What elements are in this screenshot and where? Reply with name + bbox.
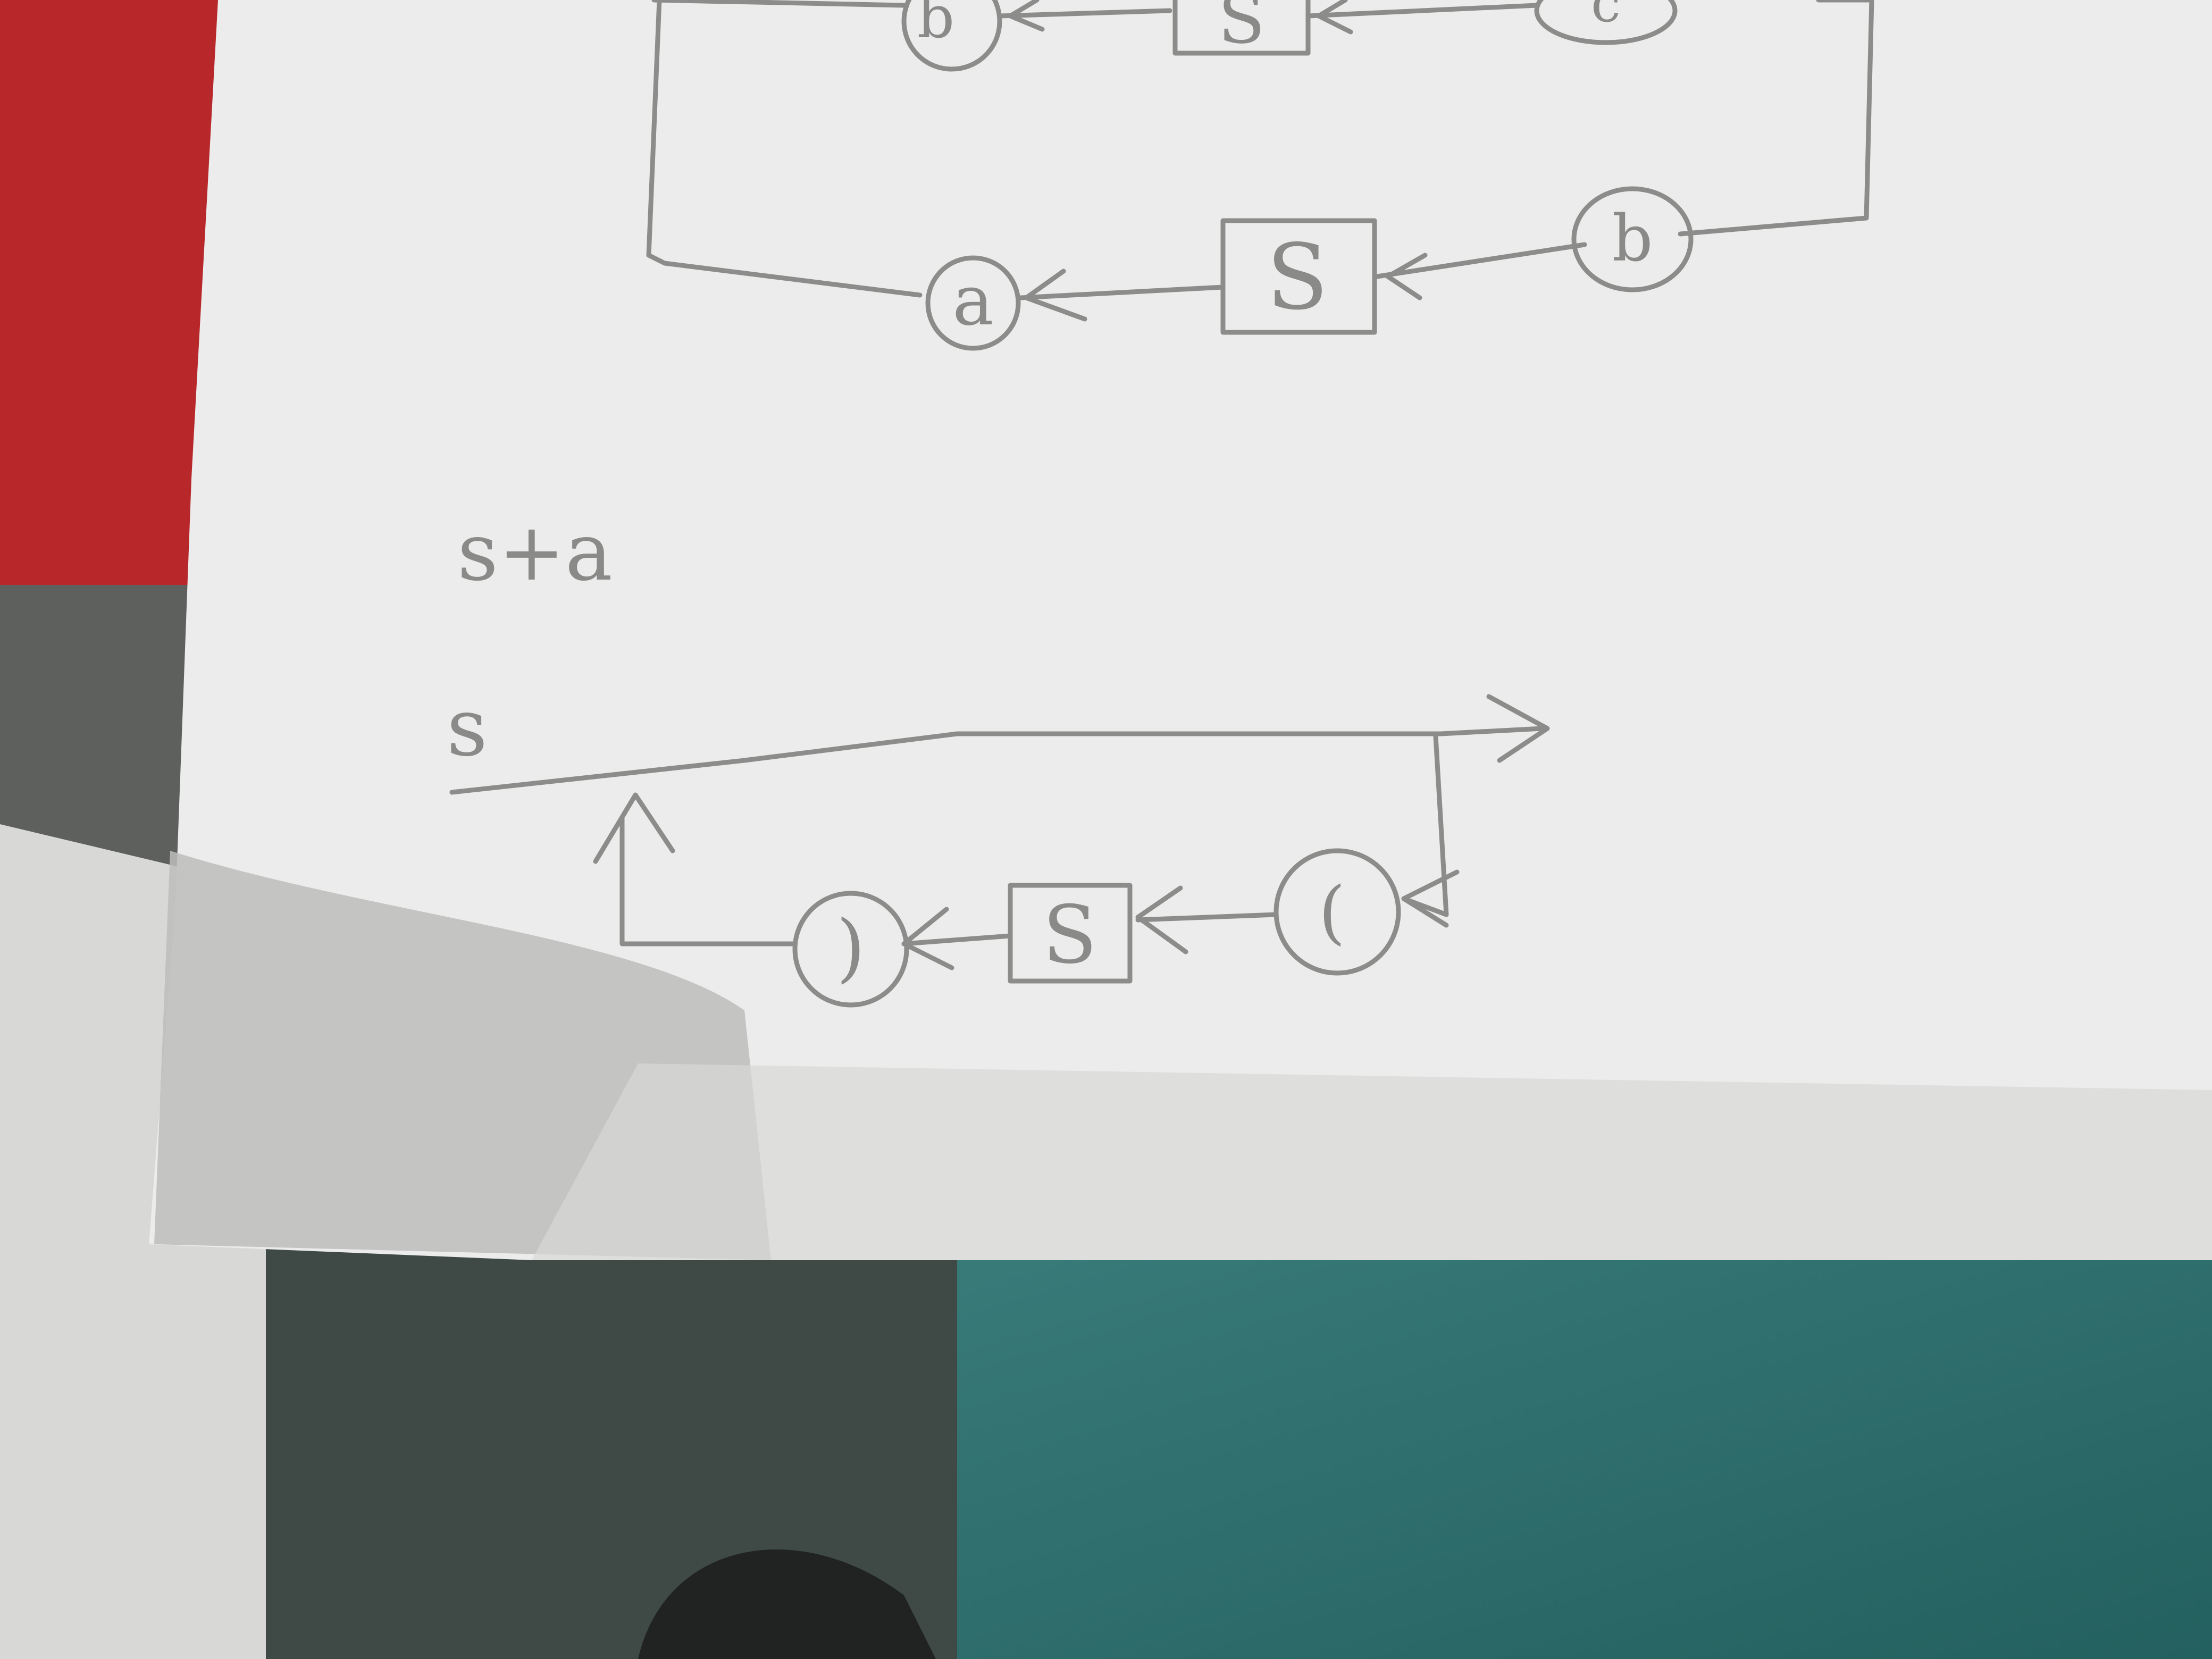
feedback-node-left-label: )	[836, 904, 866, 991]
feedback-down-line	[1433, 734, 1449, 917]
feedback-node-left	[792, 891, 909, 1008]
feedback-block-s-label: S	[1043, 889, 1097, 982]
feedback-arrow-right	[1401, 869, 1460, 928]
feedback-arrow-left	[901, 907, 954, 970]
feedback-node-right-label: (	[1319, 872, 1346, 952]
dark-blur-shape	[638, 1549, 936, 1659]
input-label-s: s	[447, 682, 488, 774]
feedback-return-line	[619, 816, 795, 946]
feedback-up-arrowhead	[593, 792, 675, 864]
lower-node-a-label: a	[952, 260, 994, 341]
feedback-line-mid	[1135, 912, 1279, 923]
upper-node-b	[901, 0, 1002, 72]
output-arrowhead	[1486, 694, 1550, 763]
top-loop-frame	[646, 0, 923, 298]
lower-arrow-2	[1375, 242, 1587, 300]
upper-row-line	[651, 0, 907, 8]
lower-block-s	[1220, 218, 1377, 335]
lower-block-s-label: S	[1267, 225, 1328, 330]
main-signal-line	[449, 726, 1545, 795]
feedback-line-left	[901, 933, 1013, 946]
paper-bottom-shadow	[532, 1063, 2212, 1260]
feedback-arrow-mid	[1135, 885, 1188, 954]
upper-arrow-2	[1305, 0, 1539, 35]
note-text: s+a	[457, 506, 613, 599]
lower-node-b	[1571, 186, 1694, 292]
lower-arrow-1	[1018, 269, 1226, 322]
feedback-node-right	[1273, 848, 1401, 976]
top-loop-right-side	[1678, 0, 1874, 237]
feedback-block-s	[1008, 883, 1133, 984]
upper-node-c	[1534, 0, 1678, 45]
upper-node-b-label: b	[917, 0, 954, 51]
upper-node-c-label: c	[1591, 0, 1621, 34]
upper-block-s-label: S	[1218, 0, 1265, 59]
upper-arrow-1	[997, 0, 1172, 32]
lower-node-a	[925, 255, 1021, 351]
upper-block-s	[1172, 0, 1311, 56]
table-teal-surface	[798, 1239, 2212, 1659]
lower-node-b-label: b	[1612, 202, 1653, 276]
